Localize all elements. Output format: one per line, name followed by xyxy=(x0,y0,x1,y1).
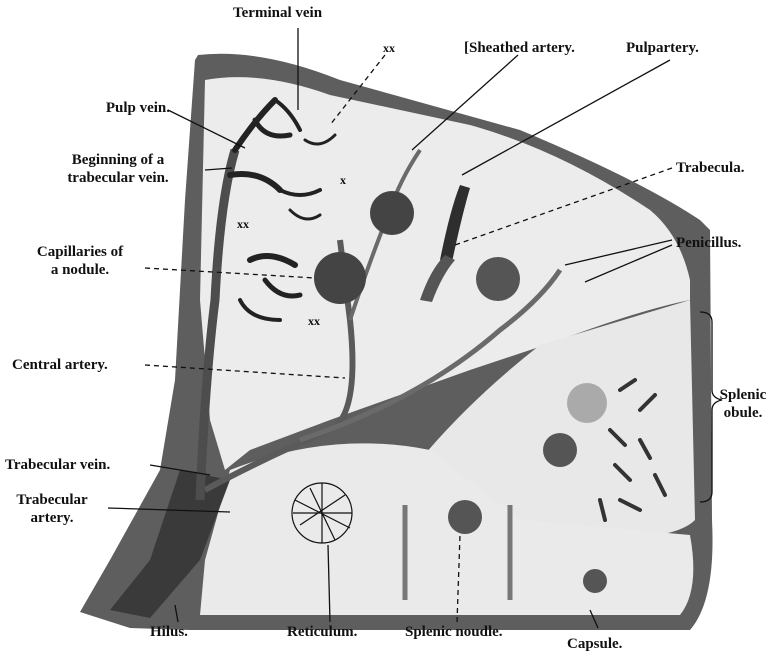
nodule-2 xyxy=(370,191,414,235)
label-trabecula: Trabecula. xyxy=(676,160,744,177)
label-xx-a: xx xyxy=(237,216,249,233)
label-terminal-vein: Terminal vein xyxy=(233,5,322,22)
label-pulp-vein: Pulp vein. xyxy=(60,100,170,117)
nodule-5 xyxy=(543,433,577,467)
nodule-4 xyxy=(567,383,607,423)
label-penicillus: Penicillus. xyxy=(676,235,741,252)
nodule-1 xyxy=(314,252,366,304)
label-hilus: Hilus. xyxy=(150,624,188,641)
label-trabecular-artery-2: artery. xyxy=(2,510,102,527)
label-trabecular-artery-1: Trabecular xyxy=(2,492,102,509)
label-splenic-lobule-1: Splenic xyxy=(715,387,771,404)
reticulum-mesh xyxy=(292,483,352,543)
nodule-7 xyxy=(583,569,607,593)
label-xx-top: xx xyxy=(383,40,395,57)
label-pulpartery: Pulpartery. xyxy=(626,40,699,57)
nodule-3 xyxy=(476,257,520,301)
label-splenic-nodule: Splenic noudle. xyxy=(405,624,503,641)
label-beginning-trabecular-vein-1: Beginning of a xyxy=(28,152,208,169)
label-capsule: Capsule. xyxy=(567,636,622,653)
label-central-artery: Central artery. xyxy=(12,357,108,374)
label-sheathed-artery: [Sheathed artery. xyxy=(464,40,575,57)
label-beginning-trabecular-vein-2: trabecular vein. xyxy=(28,170,208,187)
label-xx-c: xx xyxy=(308,313,320,330)
label-reticulum: Reticulum. xyxy=(287,624,357,641)
label-capillaries-nodule-1: Capillaries of xyxy=(15,244,145,261)
label-splenic-lobule-2: obule. xyxy=(715,405,771,422)
nodule-6 xyxy=(448,500,482,534)
label-trabecular-vein: Trabecular vein. xyxy=(5,457,110,474)
label-capillaries-nodule-2: a nodule. xyxy=(15,262,145,279)
label-xx-b: x xyxy=(340,172,346,189)
